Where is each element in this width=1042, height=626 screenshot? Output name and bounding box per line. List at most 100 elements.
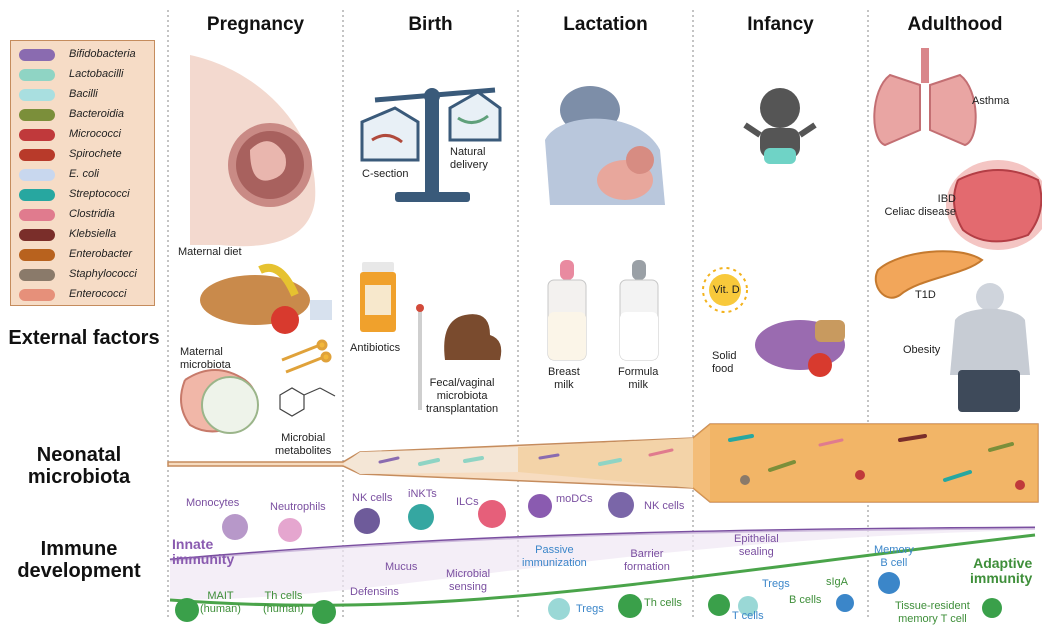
label-fmt: Fecal/vaginal microbiota transplantation (426, 377, 498, 416)
column-header-infancy: Infancy (693, 14, 868, 36)
label-mucus: Mucus (385, 561, 417, 574)
treg-icon (548, 598, 570, 620)
label-microbial-sensing: Microbial sensing (446, 568, 490, 594)
bacterium-icon (19, 269, 55, 281)
neutrophil-icon (278, 518, 302, 542)
legend-item: Bifidobacteria (11, 45, 156, 65)
t-cell-icon (708, 594, 730, 616)
legend-label: Streptococci (69, 188, 130, 200)
legend-item: Klebsiella (11, 225, 156, 245)
maternal-intestine-icon (181, 370, 258, 433)
label-siga: sIgA (826, 576, 848, 589)
antibiotics-bottle-icon (360, 262, 396, 332)
stool-icon (444, 314, 501, 360)
label-adaptive-immunity: Adaptive immunity (970, 556, 1032, 586)
legend-label: Enterobacter (69, 248, 132, 260)
lungs-icon (874, 48, 975, 145)
bacterium-icon (19, 169, 55, 181)
legend-label: Micrococci (69, 128, 121, 140)
label-formula-milk: Formula milk (618, 366, 658, 392)
bacterium-icon (19, 49, 55, 61)
infant-icon (745, 88, 815, 164)
label-microbial-metabolites: Microbial metabolites (275, 432, 331, 458)
label-obesity: Obesity (903, 344, 940, 357)
mait-cell-icon (175, 598, 199, 622)
column-header-pregnancy: Pregnancy (168, 14, 343, 36)
row-header-external: External factors (4, 327, 164, 349)
label-tregs-2: Tregs (762, 578, 790, 591)
legend-label: Clostridia (69, 208, 115, 220)
legend-label: Staphylococci (69, 268, 137, 280)
scale-icon (362, 88, 500, 202)
intestine-icon (946, 160, 1042, 250)
bacterium-icon (19, 69, 55, 81)
label-innate-immunity: Innate immunity (172, 537, 234, 567)
row-header-immune: Immune development (4, 538, 154, 582)
label-antibiotics: Antibiotics (350, 342, 400, 355)
formula-bottle-icon (620, 260, 658, 360)
legend-item: Enterobacter (11, 245, 156, 265)
legend-label: Enterococci (69, 288, 126, 300)
legend-item: Staphylococci (11, 265, 156, 285)
bacterium-icon (19, 149, 55, 161)
solid-food-icon (755, 320, 845, 377)
label-maternal-microbiota: Maternal microbiota (180, 346, 231, 372)
memory-b-cell-icon (878, 572, 900, 594)
label-t-cells: T cells (732, 610, 764, 623)
legend-item: Spirochete (11, 145, 156, 165)
bacterium-icon (19, 249, 55, 261)
breast-milk-bottle-icon (548, 260, 586, 360)
legend-item: Enterococci (11, 285, 156, 305)
legend-label: Spirochete (69, 148, 122, 160)
inkt-icon (408, 504, 434, 530)
legend-label: Bacteroidia (69, 108, 124, 120)
memory-t-cell-icon (982, 598, 1002, 618)
column-header-birth: Birth (343, 14, 518, 36)
legend-label: E. coli (69, 168, 99, 180)
label-tissue-resident-memory: Tissue-resident memory T cell (895, 600, 970, 626)
label-breast-milk: Breast milk (548, 366, 580, 392)
label-th-cells: Th cells (human) (263, 590, 304, 616)
obese-person-icon (950, 283, 1030, 412)
label-th-cells-2: Th cells (644, 597, 682, 610)
bacterium-icon (19, 209, 55, 221)
label-maternal-diet: Maternal diet (178, 246, 242, 259)
pregnant-belly-icon (190, 55, 315, 246)
label-tregs: Tregs (576, 603, 604, 616)
bacterium-icon (19, 229, 55, 241)
ilc-icon (478, 500, 506, 528)
legend-item: Lactobacilli (11, 65, 156, 85)
fatty-acid-chain-icon (282, 341, 330, 372)
legend-label: Bacilli (69, 88, 98, 100)
label-vitd: Vit. D (713, 284, 740, 297)
label-csection: C-section (362, 168, 408, 181)
bacterium-icon (19, 89, 55, 101)
label-mait: MAIT (human) (200, 590, 241, 616)
label-inkts: iNKTs (408, 488, 437, 501)
modc-icon (528, 494, 552, 518)
breastfeeding-mother-icon (545, 86, 665, 205)
legend-item: Bacilli (11, 85, 156, 105)
label-natural-delivery: Natural delivery (450, 146, 488, 172)
th-cell-icon (312, 600, 336, 624)
bacterium-icon (19, 189, 55, 201)
nk-cell-2-icon (608, 492, 634, 518)
legend-item: Clostridia (11, 205, 156, 225)
food-pile-icon (200, 268, 332, 334)
label-neutrophils: Neutrophils (270, 501, 326, 514)
legend-label: Klebsiella (69, 228, 116, 240)
legend-item: Micrococci (11, 125, 156, 145)
column-header-adulthood: Adulthood (868, 14, 1042, 36)
bacterium-icon (19, 289, 55, 301)
legend-label: Lactobacilli (69, 68, 123, 80)
label-barrier-formation: Barrier formation (624, 548, 670, 574)
label-nk-cells-2: NK cells (644, 500, 684, 513)
label-epithelial-sealing: Epithelial sealing (734, 533, 779, 559)
label-asthma: Asthma (972, 95, 1009, 108)
row-header-microbiota: Neonatal microbiota (4, 444, 154, 488)
th-cell-2-icon (618, 594, 642, 618)
label-memory-b-cell: Memory B cell (874, 544, 914, 570)
label-solid-food: Solid food (712, 350, 736, 376)
